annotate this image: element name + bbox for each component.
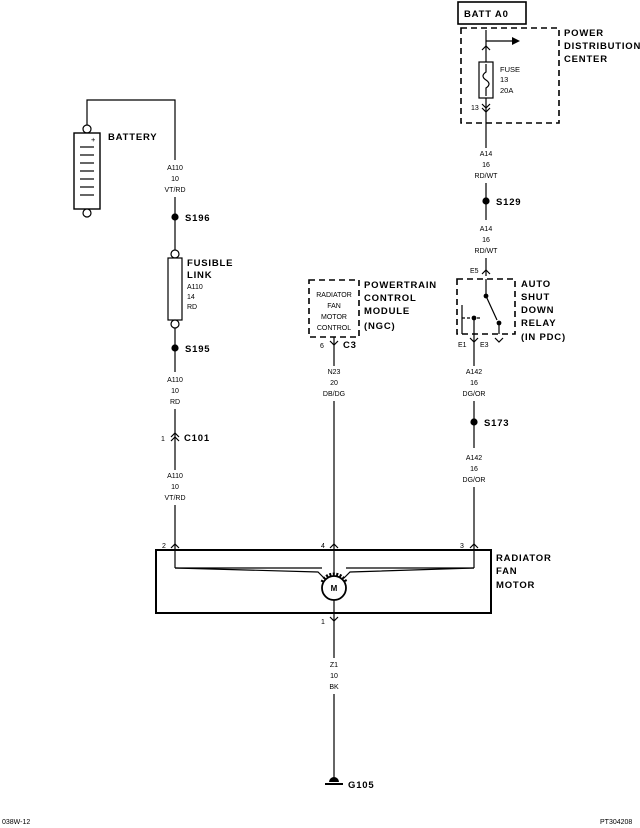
pcm-box-line-4: CONTROL (317, 325, 351, 332)
wire-z1-circuit: Z1 (330, 662, 338, 669)
fusible-link-circuit: A110 (187, 284, 203, 291)
wire-a142-circuit: A142 (466, 369, 482, 376)
wire-a14-color: RD/WT (475, 173, 499, 180)
wire-a110-mid-circuit: A110 (167, 377, 183, 384)
motor-pin-1: 1 (321, 619, 325, 626)
motor-pin-2: 2 (162, 543, 166, 550)
wire-a14-circuit: A14 (480, 151, 493, 158)
radiator-fan-motor (155, 543, 492, 614)
pcm-label-1: POWERTRAIN (364, 280, 437, 291)
motor-label-3: MOTOR (496, 580, 535, 591)
wire-a14-low-circuit: A14 (480, 226, 493, 233)
relay-pin-e3: E3 (480, 342, 489, 349)
connector-c101-icon (170, 432, 180, 442)
wire-a110-circuit: A110 (167, 165, 183, 172)
svg-text:+: + (91, 135, 96, 144)
auto-shutdown-relay (456, 278, 516, 335)
footer-figure-code: PT304208 (600, 819, 632, 826)
batt-a0-box: BATT A0 (457, 1, 527, 25)
wire-a14-low-color: RD/WT (475, 248, 499, 255)
fuse-icon (478, 61, 494, 99)
pcm-label-2: CONTROL (364, 293, 417, 304)
wire-a110-mid-color: RD (170, 399, 180, 406)
wire-a142-low-color: DG/OR (463, 477, 486, 484)
pcm-box-line-1: RADIATOR (316, 292, 352, 299)
wire-a14-low-gauge: 16 (482, 237, 490, 244)
wire-a110-low-gauge: 10 (171, 484, 179, 491)
splice-s173-label: S173 (484, 418, 509, 429)
pdc-label-2: DISTRIBUTION (564, 41, 640, 52)
wire-a110-low-color: VT/RD (165, 495, 186, 502)
relay-label-3: DOWN (521, 305, 554, 316)
wire-a110-mid-gauge: 10 (171, 388, 179, 395)
connector-c101-label: C101 (184, 433, 210, 444)
fuse-number: 13 (500, 75, 508, 84)
wire-a142-gauge: 16 (470, 380, 478, 387)
relay-label-2: SHUT (521, 292, 550, 303)
connector-c101-pin: 1 (161, 436, 165, 443)
pcm-box-line-3: MOTOR (321, 314, 347, 321)
pdc-label-1: POWER (564, 28, 604, 39)
pcm-label-3: MODULE (364, 306, 410, 317)
bus-arrow-icon (481, 30, 520, 62)
pcm-connector-c3: C3 (343, 340, 357, 351)
relay-label-1: AUTO (521, 279, 551, 290)
powertrain-control-module: RADIATOR FAN MOTOR CONTROL (308, 279, 360, 338)
splice-s195-label: S195 (185, 344, 210, 355)
pcm-box-line-2: FAN (327, 303, 341, 310)
splice-s129-dot (482, 197, 490, 205)
wire-a110-gauge: 10 (171, 176, 179, 183)
fusible-link-gauge: 14 (187, 294, 195, 301)
motor-pin-3: 3 (460, 543, 464, 550)
fuse-label: FUSE (500, 65, 520, 74)
ground-icon (325, 777, 343, 785)
wire-a142-low-circuit: A142 (466, 455, 482, 462)
motor-label-1: RADIATOR (496, 553, 552, 564)
relay-pin-e1: E1 (458, 342, 467, 349)
battery-icon: + (73, 99, 176, 218)
relay-label-4: RELAY (521, 318, 556, 329)
relay-label-5: (IN PDC) (521, 332, 566, 343)
wire-z1-color: BK (329, 684, 339, 691)
pdc-label-3: CENTER (564, 54, 608, 65)
wire-a142-color: DG/OR (463, 391, 486, 398)
wire-n23-color: DB/DG (323, 391, 345, 398)
pcm-pin-number: 6 (320, 343, 324, 350)
power-distribution-center: POWER DISTRIBUTION CENTER (460, 27, 640, 124)
fuse-rating: 20A (500, 86, 513, 95)
splice-s195-dot (171, 344, 179, 352)
wire-a142-low-gauge: 16 (470, 466, 478, 473)
battery-label: BATTERY (108, 132, 157, 143)
wire-a110-low-circuit: A110 (167, 473, 183, 480)
fuse-cavity-number: 13 (471, 105, 479, 112)
motor-pin-4: 4 (321, 543, 325, 550)
relay-pin-e5: E5 (470, 268, 479, 275)
wire-a14-gauge: 16 (482, 162, 490, 169)
wire-n23-circuit: N23 (328, 369, 341, 376)
relay-e5-connector-icon (481, 269, 491, 275)
relay-e3-connector-icon (494, 337, 504, 343)
splice-s196-label: S196 (185, 213, 210, 224)
splice-s173-dot (470, 418, 478, 426)
footer-page-code: 038W-12 (2, 819, 30, 826)
pcm-label-4: (NGC) (364, 321, 395, 332)
batt-a0-label: BATT A0 (464, 9, 509, 20)
splice-s129-label: S129 (496, 197, 521, 208)
wire-n23-gauge: 20 (330, 380, 338, 387)
wire-z1-gauge: 10 (330, 673, 338, 680)
fusible-link-label-1: FUSIBLE (187, 258, 233, 269)
fusible-link-color: RD (187, 304, 197, 311)
wire-a110-color: VT/RD (165, 187, 186, 194)
splice-s196-dot (171, 213, 179, 221)
ground-g105-label: G105 (348, 780, 374, 791)
fusible-link-icon (167, 249, 183, 329)
fusible-link-label-2: LINK (187, 270, 212, 281)
motor-symbol: M (331, 584, 338, 593)
motor-label-2: FAN (496, 566, 517, 577)
